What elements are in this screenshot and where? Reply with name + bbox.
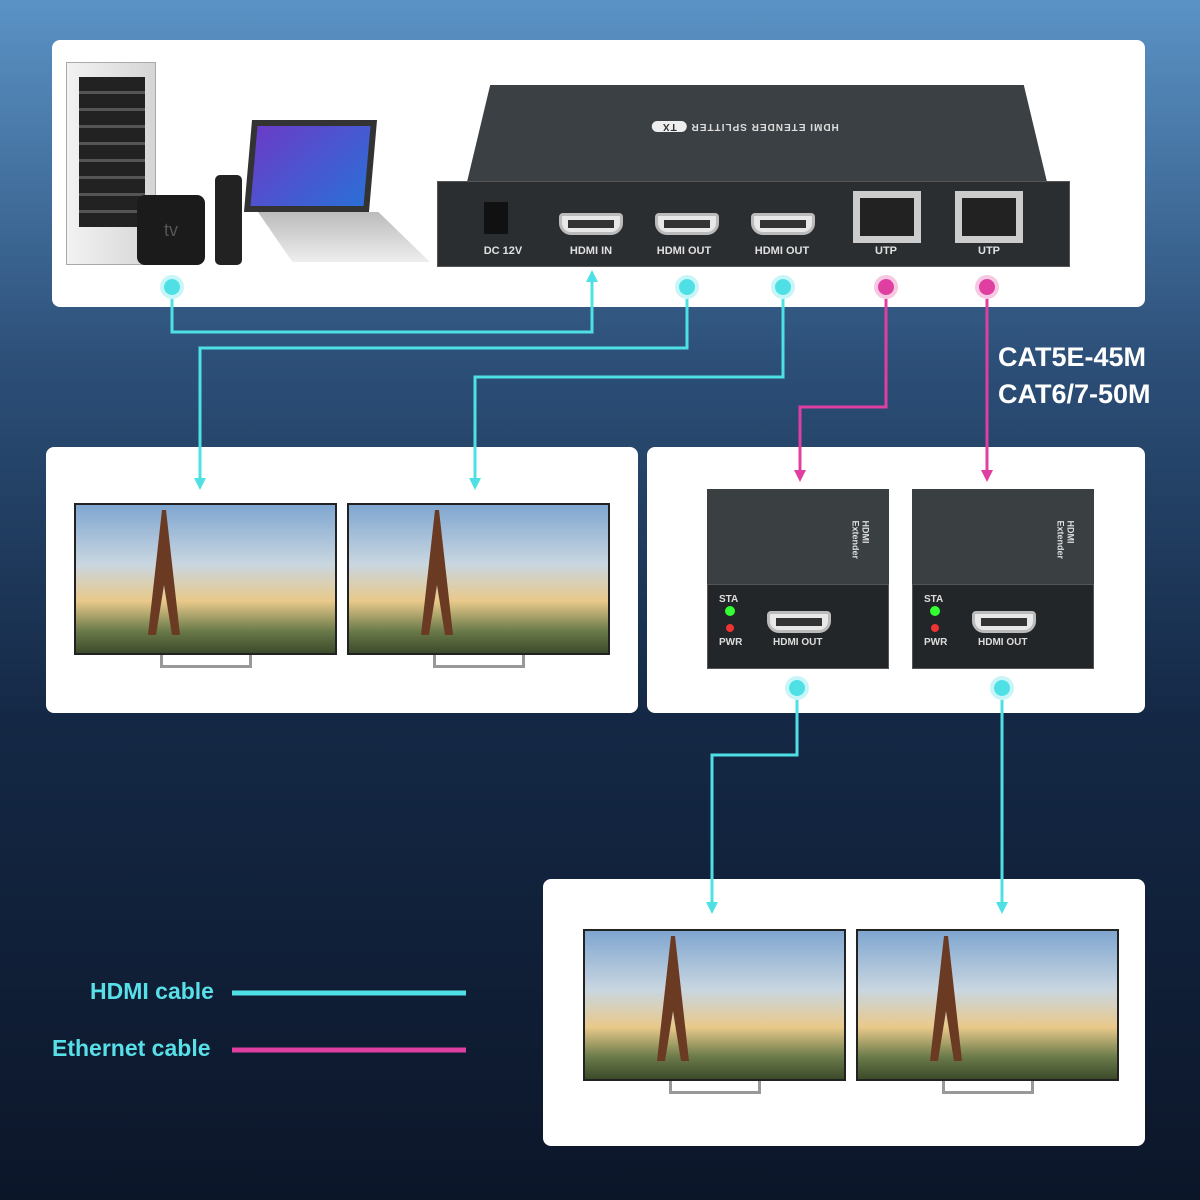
port-label: HDMI OUT xyxy=(978,637,1028,648)
hdmi-cable-out-2 xyxy=(473,287,785,480)
legend-hdmi-label: HDMI cable xyxy=(90,978,214,1004)
sta-label: STA xyxy=(924,594,944,605)
pwr-label: PWR xyxy=(719,637,743,648)
hdmi-splitter-tx: HDMI ETENDER SPLITTER TX DC 12V HDMI IN … xyxy=(437,85,1070,267)
hdmi-cable-rx-1 xyxy=(710,688,799,905)
hdmi-out-port xyxy=(767,611,831,633)
port-label: HDMI OUT xyxy=(656,245,712,257)
port-label: HDMI IN xyxy=(569,245,613,257)
pwr-led xyxy=(931,624,939,632)
utp-port-2 xyxy=(955,191,1023,243)
legend-ethernet-label: Ethernet cable xyxy=(52,1035,211,1061)
utp-port-1 xyxy=(853,191,921,243)
port-label: DC 12V xyxy=(483,245,523,257)
tv-display-3 xyxy=(583,929,846,1094)
ethernet-cable-1 xyxy=(798,287,888,472)
tv-display-1 xyxy=(74,503,337,668)
sta-led xyxy=(930,606,940,616)
hdmi-cable-out-1 xyxy=(198,287,689,480)
ethernet-cables xyxy=(798,287,989,472)
hdmi-out-port-1 xyxy=(655,213,719,235)
pwr-led xyxy=(726,624,734,632)
apple-tv-label: tv xyxy=(163,220,178,240)
tv-display-4 xyxy=(856,929,1119,1094)
hdmi-extender-rx-2: HDMI Extender STA PWR HDMI OUT xyxy=(912,489,1094,669)
hdmi-extender-rx-1: HDMI Extender STA PWR HDMI OUT xyxy=(707,489,889,669)
port-label: UTP xyxy=(978,245,1000,257)
tv-display-2 xyxy=(347,503,610,668)
sta-label: STA xyxy=(719,594,739,605)
port-label: UTP xyxy=(875,245,897,257)
sta-led xyxy=(725,606,735,616)
hdmi-arrowheads xyxy=(194,270,1008,914)
pwr-label: PWR xyxy=(924,637,948,648)
dc-power-jack xyxy=(484,202,508,234)
hdmi-out-port xyxy=(972,611,1036,633)
laptop xyxy=(243,120,430,265)
connection-dots xyxy=(160,275,1014,700)
hdmi-cable-source xyxy=(170,280,594,334)
port-label: HDMI OUT xyxy=(773,637,823,648)
hdmi-cables xyxy=(170,280,1004,905)
cable-spec-cat5e: CAT5E-45M xyxy=(998,342,1147,372)
apple-tv-box: tv xyxy=(137,195,205,265)
port-label: HDMI OUT xyxy=(754,245,810,257)
hdmi-in-port xyxy=(559,213,623,235)
hdmi-out-port-2 xyxy=(751,213,815,235)
cable-spec-cat6: CAT6/7-50M xyxy=(998,379,1151,409)
remote-control xyxy=(215,175,242,265)
